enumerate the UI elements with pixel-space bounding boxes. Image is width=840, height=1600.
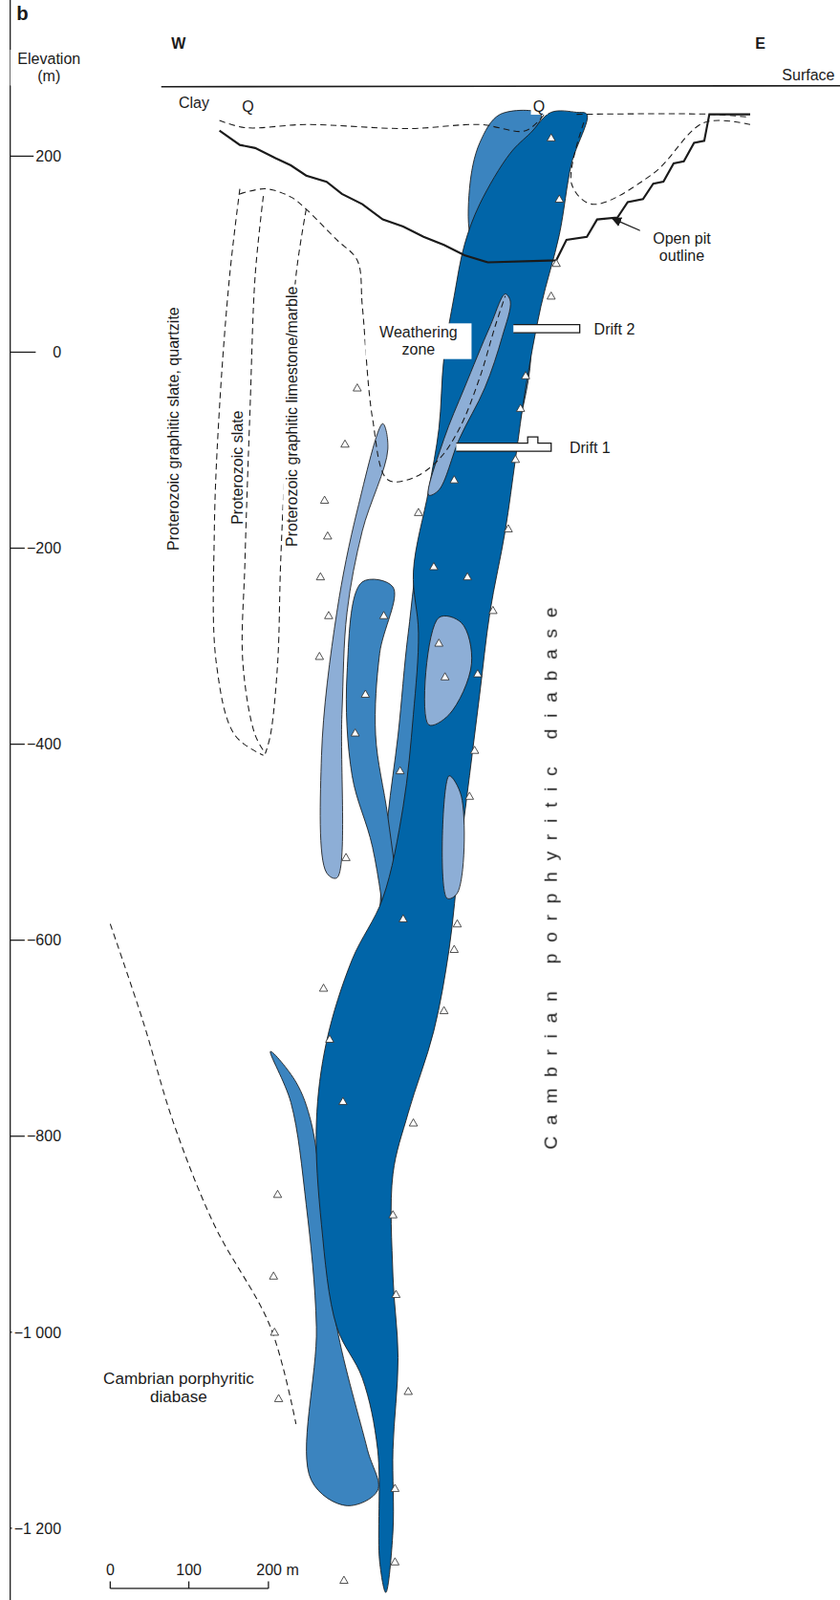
breccia-symbol [511, 454, 520, 462]
axis-tick [10, 155, 37, 157]
geologic-contact [239, 189, 506, 483]
breccia-symbol [521, 371, 531, 379]
rock-unit-label: Proterozoic slate [228, 408, 246, 527]
ore-body-light [442, 775, 465, 900]
breccia-symbol [399, 914, 409, 922]
scale-tick [109, 1580, 111, 1588]
breccia-symbol [504, 524, 514, 532]
breccia-symbol [350, 729, 360, 736]
elevation-tick: −1 200 [11, 1519, 64, 1537]
unit-label: Clay [176, 93, 212, 111]
direction-label: W [169, 34, 188, 52]
elevation-tick: −400 [24, 734, 64, 753]
ore-body-dark [316, 110, 588, 1593]
unit-label: Q [531, 97, 548, 115]
zone-label: Weathering zone [365, 323, 472, 359]
breccia-symbol [463, 572, 473, 580]
elevation-tick: −600 [24, 930, 64, 948]
breccia-symbol [390, 1484, 400, 1491]
breccia-symbol [379, 611, 388, 619]
scale-number: 200 m [254, 1560, 302, 1578]
rock-unit-label: Proterozoic graphitic slate, quartzite [164, 304, 182, 553]
breccia-symbol [353, 384, 363, 391]
breccia-symbol [473, 669, 483, 677]
breccia-symbol [320, 495, 329, 503]
elevation-axis [9, 0, 11, 1600]
breccia-symbol [404, 1386, 413, 1394]
breccia-symbol [340, 1575, 349, 1583]
geologic-contact [570, 120, 751, 205]
panel-letter: b [14, 2, 31, 25]
breccia-symbol [452, 919, 462, 927]
geologic-contact [109, 924, 296, 1424]
breccia-symbol [450, 945, 459, 952]
breccia-symbol [391, 1290, 401, 1297]
rock-unit-label: Cambrian porphyritic diabase [89, 1369, 268, 1407]
elevation-tick: 0 [50, 343, 64, 361]
breccia-symbol [323, 531, 333, 539]
direction-label: E [753, 34, 768, 52]
breccia-symbol [414, 508, 424, 516]
elevation-tick: −800 [24, 1127, 64, 1145]
breccia-symbol [552, 258, 561, 266]
breccia-symbol [316, 572, 325, 580]
breccia-symbol [274, 1394, 283, 1401]
ore-body-light [424, 615, 472, 726]
axis-title: Elevation (m) [10, 49, 88, 86]
breccia-symbol [390, 1557, 400, 1565]
breccia-symbol [470, 746, 479, 754]
breccia-symbol [546, 291, 556, 299]
breccia-symbol [450, 475, 459, 483]
drift-label: Drift 1 [567, 438, 613, 456]
breccia-symbol [361, 689, 370, 697]
surface-label: Surface [779, 65, 837, 84]
breccia-symbol [430, 561, 439, 569]
surface-line [161, 86, 840, 87]
drift-tunnel [455, 436, 551, 452]
breccia-symbol [325, 1034, 335, 1042]
breccia-symbol [439, 1006, 449, 1013]
drift-tunnel [513, 324, 580, 334]
breccia-symbol [341, 439, 350, 447]
scale-tick [267, 1580, 269, 1588]
drift-label: Drift 2 [591, 320, 637, 338]
breccia-symbol [546, 133, 556, 141]
breccia-symbol [489, 605, 498, 613]
breccia-symbol [324, 611, 334, 619]
breccia-symbol [434, 639, 444, 647]
breccia-symbol [342, 853, 351, 861]
breccia-symbol [409, 1119, 418, 1126]
breccia-symbol [465, 792, 474, 799]
elevation-tick: −1 000 [11, 1323, 64, 1341]
ore-body-light [320, 423, 388, 879]
elevation-tick: −200 [24, 538, 64, 557]
rock-unit-label: Proterozoic graphitic limestone/marble [282, 283, 301, 549]
breccia-symbol [319, 984, 328, 991]
breccia-symbol [555, 194, 564, 202]
geologic-contact [241, 195, 265, 754]
breccia-symbol [315, 651, 324, 659]
geologic-contact [265, 209, 307, 754]
pit-label: Open pit outline [640, 229, 725, 265]
geologic-contact [219, 111, 547, 131]
unit-label: Q [239, 97, 257, 115]
breccia-symbol [388, 1210, 398, 1218]
elevation-tick: 200 [33, 147, 64, 165]
breccia-symbol [270, 1328, 280, 1336]
breccia-symbol [339, 1097, 348, 1104]
scale-number: 0 [104, 1560, 117, 1578]
breccia-symbol [395, 766, 405, 774]
rock-unit-label: Cambrian porphyritic diabase [540, 594, 562, 1152]
breccia-symbol [273, 1189, 282, 1197]
breccia-symbol [269, 1271, 279, 1279]
scale-number: 100 [173, 1560, 204, 1578]
breccia-symbol [516, 404, 525, 411]
breccia-symbol [440, 672, 450, 680]
axis-tick [10, 351, 37, 353]
scale-tick [188, 1580, 190, 1588]
geologic-contact [213, 189, 263, 756]
